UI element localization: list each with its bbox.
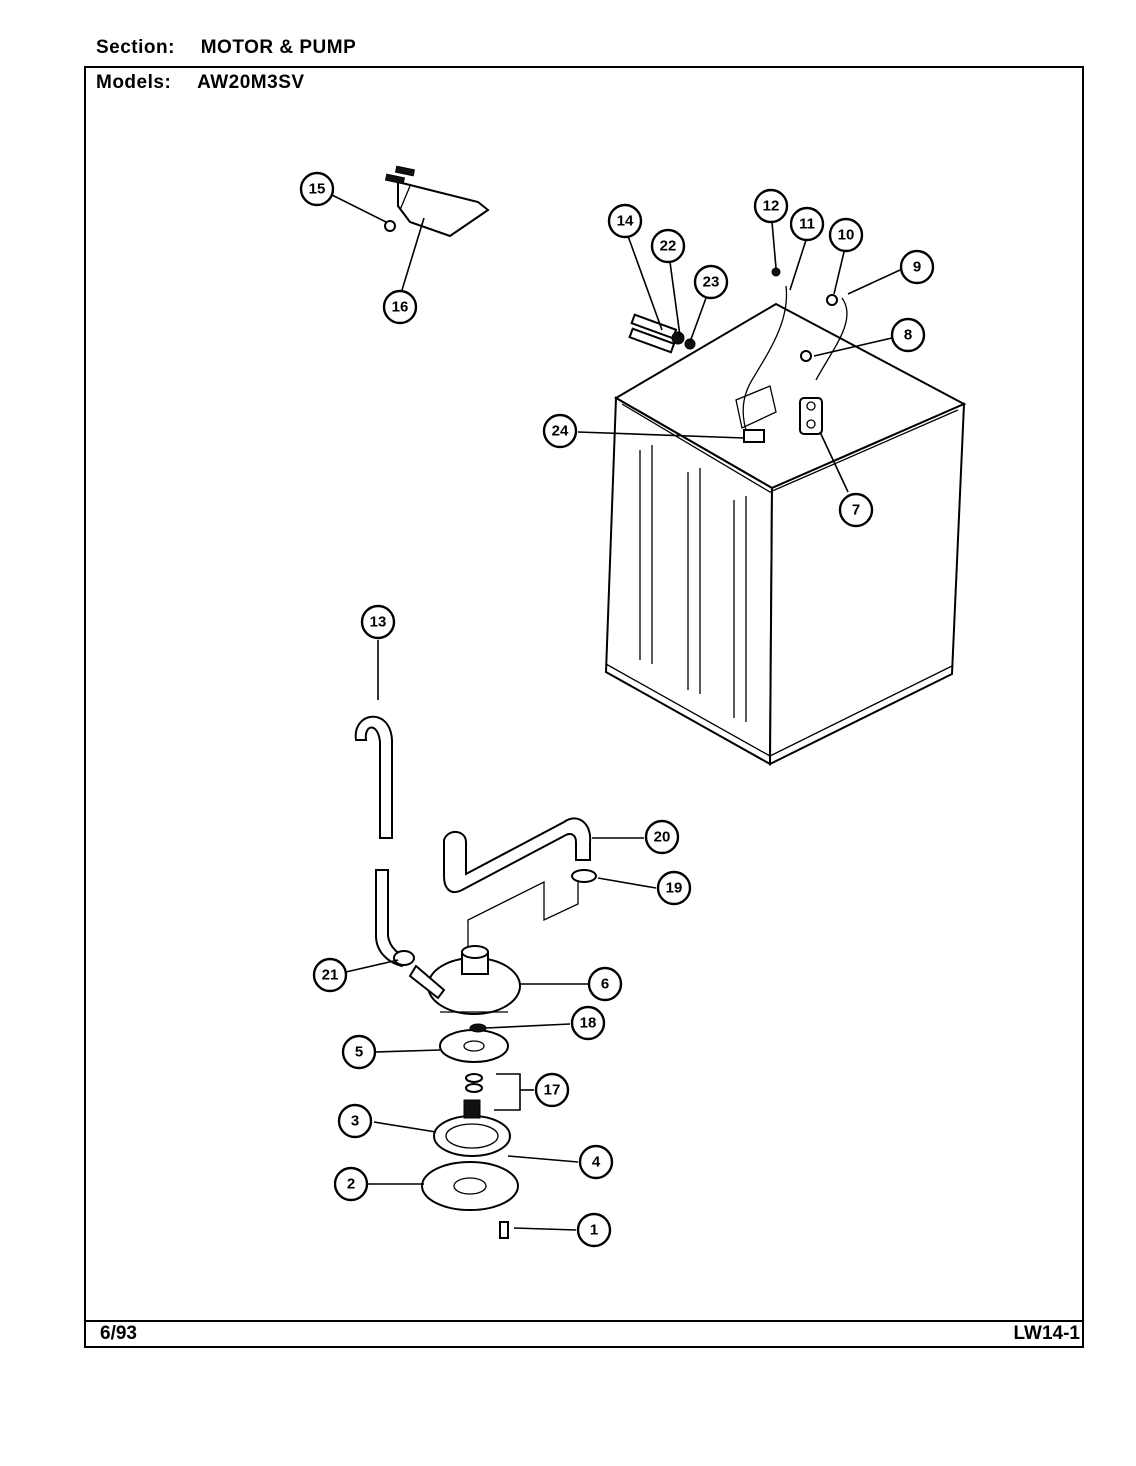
callout-2-label: 2 xyxy=(347,1176,355,1193)
power-cord-illustration xyxy=(742,267,848,443)
callout-8-label: 8 xyxy=(904,327,912,344)
callout-9-label: 9 xyxy=(913,259,921,276)
callout-4: 4 xyxy=(578,1144,614,1180)
pump-housing-illustration xyxy=(393,945,521,1015)
callout-14-label: 14 xyxy=(617,213,634,230)
models-value: AW20M3SV xyxy=(197,72,305,93)
callout-17-label: 17 xyxy=(544,1082,561,1099)
impeller-illustration xyxy=(439,1023,509,1093)
callout-11: 11 xyxy=(789,206,825,242)
cabinet-illustration xyxy=(604,302,967,766)
callout-24-label: 24 xyxy=(552,423,569,440)
callout-2: 2 xyxy=(333,1166,369,1202)
callout-15: 15 xyxy=(299,171,335,207)
callout-5-label: 5 xyxy=(355,1044,363,1061)
callout-13: 13 xyxy=(360,604,396,640)
callout-1: 1 xyxy=(576,1212,612,1248)
fastener-set-illustration xyxy=(628,313,696,354)
motor-bracket-illustration xyxy=(384,165,490,238)
leader-lines xyxy=(331,194,901,1231)
footer-rule xyxy=(84,1320,1084,1322)
callout-23-label: 23 xyxy=(703,274,720,291)
callout-14: 14 xyxy=(607,203,643,239)
callout-6: 6 xyxy=(587,966,623,1002)
callout-18: 18 xyxy=(570,1005,606,1041)
pump-base-illustration xyxy=(421,1099,519,1239)
callout-3-label: 3 xyxy=(351,1113,359,1130)
callout-10-label: 10 xyxy=(838,227,855,244)
callout-21: 21 xyxy=(312,957,348,993)
callout-6-label: 6 xyxy=(601,976,609,993)
callout-16: 16 xyxy=(382,289,418,325)
callout-19: 19 xyxy=(656,870,692,906)
callout-12: 12 xyxy=(753,188,789,224)
callout-17: 17 xyxy=(534,1072,570,1108)
callout-3: 3 xyxy=(337,1103,373,1139)
callout-7: 7 xyxy=(838,492,874,528)
callout-1-label: 1 xyxy=(590,1222,598,1239)
section-heading: Section: MOTOR & PUMP xyxy=(96,37,356,59)
callout-8: 8 xyxy=(890,317,926,353)
footer-date: 6/93 xyxy=(100,1323,137,1344)
callout-20-label: 20 xyxy=(654,829,671,846)
callout-7-label: 7 xyxy=(852,502,860,519)
diagram-frame xyxy=(84,66,1084,1348)
callout-9: 9 xyxy=(899,249,935,285)
callout-4-label: 4 xyxy=(592,1154,601,1171)
callout-10: 10 xyxy=(828,217,864,253)
callout-20: 20 xyxy=(644,819,680,855)
callout-23: 23 xyxy=(693,264,729,300)
callout-12-label: 12 xyxy=(763,198,780,215)
section-value: MOTOR & PUMP xyxy=(200,37,357,58)
callout-24: 24 xyxy=(542,413,578,449)
models-heading: Models: AW20M3SV xyxy=(96,72,305,94)
callout-22-label: 22 xyxy=(660,238,677,255)
callout-19-label: 19 xyxy=(666,880,683,897)
pump-hose-illustration xyxy=(443,817,597,960)
callout-15-label: 15 xyxy=(309,181,326,198)
callout-18-label: 18 xyxy=(580,1015,597,1032)
models-label: Models: xyxy=(96,72,172,93)
section-label: Section: xyxy=(96,37,175,58)
footer-page-code: LW14-1 xyxy=(1013,1323,1080,1344)
callout-22: 22 xyxy=(650,228,686,264)
callout-21-label: 21 xyxy=(322,967,339,984)
drain-hose-illustration xyxy=(354,715,410,968)
callout-13-label: 13 xyxy=(370,614,387,631)
callout-11-label: 11 xyxy=(799,216,815,233)
callout-5: 5 xyxy=(341,1034,377,1070)
callout-16-label: 16 xyxy=(392,299,409,316)
